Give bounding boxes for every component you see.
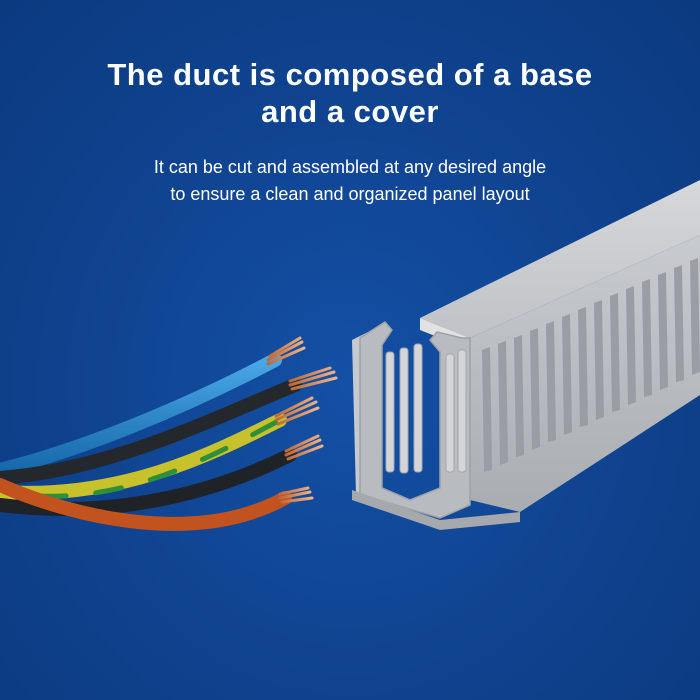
headline-line-2: and a cover [261,94,439,129]
duct-cover-top [420,180,700,338]
wire-stripe [37,417,283,499]
copper-ends [266,336,338,504]
subheadline-line-1: It can be cut and assembled at any desir… [153,157,547,177]
wires [0,353,302,531]
subheadline-line-2: to ensure a clean and organized panel la… [170,184,530,204]
copper-end-yellow [274,396,320,426]
subheadline: It can be cut and assembled at any desir… [0,154,700,208]
wire-black-1 [0,378,302,485]
wire-brown [0,478,292,531]
headline-line-1: The duct is composed of a base [107,57,593,92]
headline: The duct is composed of a base and a cov… [0,56,700,130]
wire-duct [352,180,700,530]
duct-side-slots [482,258,700,472]
copper-end-brown [278,486,314,504]
duct-base [352,490,520,530]
copper-end-blue [266,336,306,366]
wire-blue [0,353,282,477]
copper-end-black-1 [288,366,338,391]
copper-end-black-2 [284,434,324,461]
duct-front-profile [359,321,471,519]
duct-front-fingers [385,343,467,474]
